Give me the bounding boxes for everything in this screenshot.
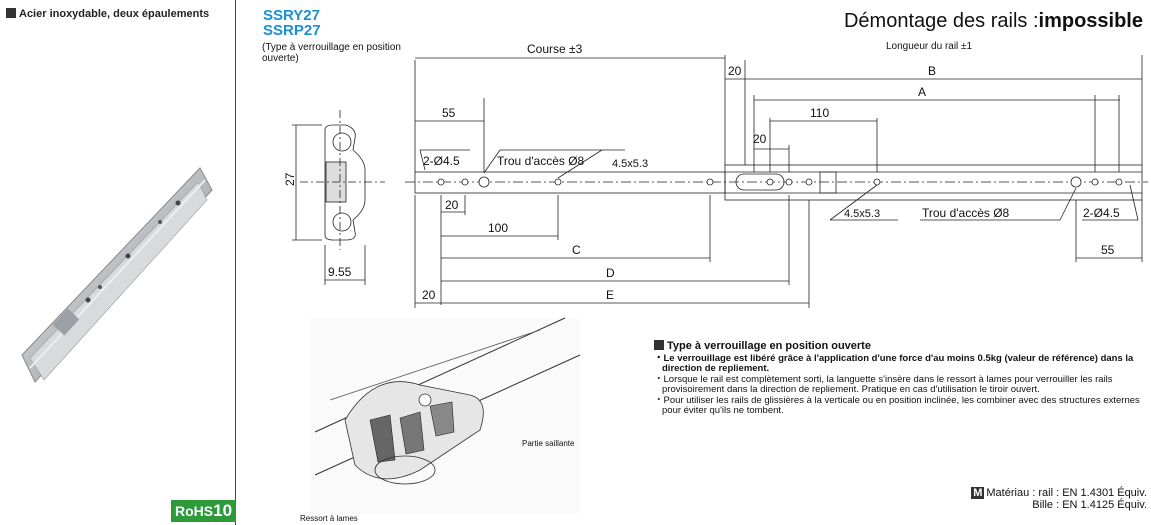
dim-20-mid: 20 <box>753 132 767 146</box>
dim-2-holes-right: 2-Ø4.5 <box>1083 206 1120 220</box>
rail-photo <box>21 167 213 383</box>
product-photo-panel: Acier inoxydable, deux épaulements RoHS1… <box>0 0 237 525</box>
dim-20-low: 20 <box>445 198 459 212</box>
rohs-text: RoHS <box>175 503 214 519</box>
description-item: ・Pour utiliser les rails de glissières à… <box>654 394 1140 416</box>
dim-slot-top: 4.5x5.3 <box>612 158 648 170</box>
cross-section-drawing <box>292 110 385 285</box>
dim-20-top: 20 <box>728 64 742 78</box>
dim-C: C <box>572 243 581 257</box>
dim-course: Course ±3 <box>527 42 583 56</box>
dim-100: 100 <box>488 221 508 235</box>
dim-slot-bottom: 4.5x5.3 <box>844 208 880 220</box>
heading-emphasis: impossible <box>1038 10 1143 32</box>
heading: Démontage des rails :impossible <box>844 10 1143 33</box>
dim-height-27: 27 <box>283 172 297 186</box>
dim-access-hole-left: Trou d'accès Ø8 <box>497 154 585 168</box>
dim-A: A <box>918 85 926 99</box>
square-bullet-icon <box>6 8 16 18</box>
model-codes: SSRY27 SSRP27 <box>263 8 321 38</box>
label-partie-saillante: Partie saillante <box>522 439 575 448</box>
dim-width-955: 9.55 <box>328 265 352 279</box>
dim-55-right: 55 <box>1101 243 1115 257</box>
heading-prefix: Démontage des rails : <box>843 10 1039 32</box>
rohs-badge: RoHS10 <box>171 500 237 522</box>
dim-access-hole-right: Trou d'accès Ø8 <box>922 206 1010 220</box>
dim-E: E <box>606 288 614 302</box>
description-item: ・Le verrouillage est libéré grâce à l'ap… <box>654 352 1134 374</box>
dim-D: D <box>606 266 615 280</box>
dim-B: B <box>928 64 936 78</box>
material-line-1: Matériau : rail : EN 1.4301 Équiv. <box>986 487 1147 499</box>
panel-title-text: Acier inoxydable, deux épaulements <box>19 8 210 20</box>
material-badge: M <box>971 487 985 499</box>
rohs-number: 10 <box>213 501 233 520</box>
description-list: ・Le verrouillage est libéré grâce à l'ap… <box>654 352 1150 417</box>
label-ressort: Ressort à lames <box>300 514 358 523</box>
rail-top-view <box>405 164 1148 201</box>
square-bullet-icon <box>654 340 664 350</box>
model-code-2: SSRP27 <box>263 22 321 39</box>
description-title-text: Type à verrouillage en position ouverte <box>667 340 871 352</box>
dim-20-bottom: 20 <box>422 288 436 302</box>
lock-detail-illustration <box>310 317 581 514</box>
dim-55-left: 55 <box>442 106 456 120</box>
description-block: Type à verrouillage en position ouverte … <box>654 340 1150 417</box>
material-line-2: Bille : EN 1.4125 Équiv. <box>1032 499 1147 511</box>
type-note: (Type à verrouillage en position ouverte… <box>262 42 401 64</box>
dim-110: 110 <box>810 106 829 120</box>
rail-length-note: Longueur du rail ±1 <box>886 41 973 52</box>
panel-title: Acier inoxydable, deux épaulements <box>6 8 209 20</box>
dim-2-holes-left: 2-Ø4.5 <box>423 154 460 168</box>
model-code-1: SSRY27 <box>263 7 320 24</box>
description-item: ・Lorsque le rail est complètement sorti,… <box>654 373 1113 395</box>
description-title: Type à verrouillage en position ouverte <box>654 340 1150 352</box>
